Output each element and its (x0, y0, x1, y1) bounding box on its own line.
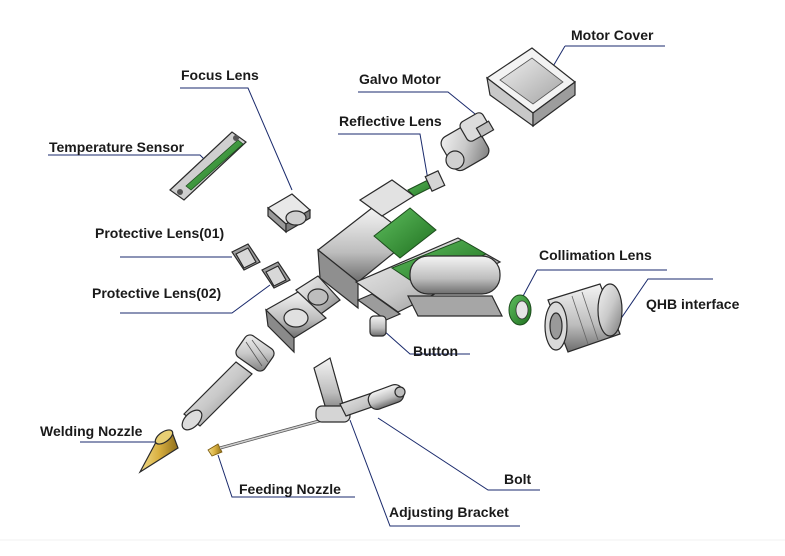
nozzle-tube-part (181, 361, 253, 431)
welding-nozzle-part (138, 429, 179, 474)
leader-temperature-sensor (48, 154, 216, 171)
label-temperature-sensor: Temperature Sensor (49, 139, 185, 155)
main-housing-part (317, 179, 503, 317)
leader-reflective-lens (338, 133, 429, 181)
qhb-interface-part (544, 283, 623, 353)
nozzle-connector-part (265, 291, 327, 354)
galvo-motor-part (440, 112, 495, 172)
label-focus-lens: Focus Lens (181, 67, 259, 83)
leader-lines (48, 45, 713, 527)
leader-protective-lens-02 (120, 284, 271, 314)
feeding-nozzle-part (207, 416, 331, 457)
protective-lens-01-part (231, 243, 261, 271)
leader-galvo-motor (358, 91, 481, 119)
nozzle-thread-part (235, 334, 275, 372)
label-protective-lens-02: Protective Lens(02) (92, 285, 222, 301)
bolt-part (367, 384, 406, 410)
label-feeding-nozzle: Feeding Nozzle (239, 481, 341, 497)
leader-bolt (377, 417, 540, 491)
label-welding-nozzle: Welding Nozzle (40, 423, 143, 439)
label-adjusting-bracket: Adjusting Bracket (389, 504, 509, 520)
button-part (356, 293, 402, 337)
collimation-lens-part (508, 294, 532, 326)
label-protective-lens-01: Protective Lens(01) (95, 225, 225, 241)
leader-qhb-interface (619, 278, 713, 321)
label-bolt: Bolt (504, 471, 532, 487)
leader-adjusting-bracket (349, 419, 520, 527)
label-galvo-motor: Galvo Motor (359, 71, 441, 87)
leader-focus-lens (180, 87, 293, 191)
leader-collimation-drop (521, 269, 538, 299)
focus-lens-part (266, 193, 312, 234)
protective-lens-02-part (261, 261, 291, 289)
leader-button (382, 329, 470, 355)
leader-feeding-nozzle (217, 454, 355, 498)
label-button: Button (413, 343, 459, 359)
label-qhb-interface: QHB interface (646, 296, 740, 312)
motor-cover-part (485, 47, 576, 128)
label-motor-cover: Motor Cover (571, 27, 654, 43)
reflective-lens-part (407, 169, 446, 197)
label-reflective-lens: Reflective Lens (339, 113, 442, 129)
label-collimation-lens: Collimation Lens (539, 247, 652, 263)
temperature-sensor-part (169, 131, 247, 201)
